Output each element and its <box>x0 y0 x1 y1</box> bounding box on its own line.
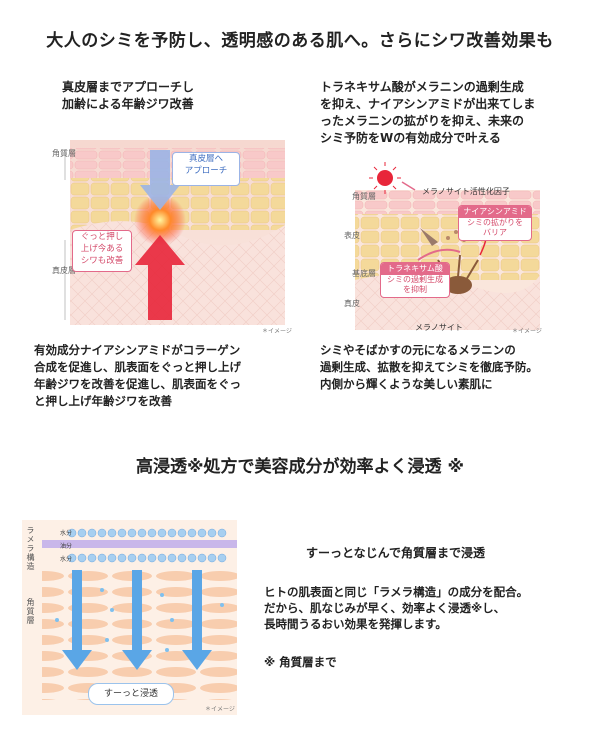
left-label-corneum: 角質層 <box>52 149 76 158</box>
layer-water-1: 水分 <box>60 530 73 537</box>
niacinamide-title: ナイアシンアミド <box>459 206 531 218</box>
melanocyte-factor-label: メラノサイト活性化因子 <box>422 187 510 196</box>
melanin-diagram <box>355 162 540 330</box>
layer-water-2: 水分 <box>60 556 73 563</box>
penetration-arrow-icon <box>62 570 92 670</box>
niacinamide-text: シミの拡がりを バリア <box>467 218 523 237</box>
section2-title: 高浸透※処方で美容成分が効率よく浸透 ※ <box>136 457 464 477</box>
bottom-headline: すーっとなじんで角質層まで浸透 <box>306 546 486 560</box>
sun-icon <box>377 170 393 186</box>
right-label-corneum: 角質層 <box>352 192 376 201</box>
penetration-label: すーっと浸透 <box>88 683 174 705</box>
melanocyte-label: メラノサイト <box>415 323 463 332</box>
right-illustration <box>340 160 540 335</box>
vertical-corneum: 角質層 <box>26 598 35 625</box>
right-label-basal: 基底層 <box>352 269 376 278</box>
left-heading: 真皮層までアプローチし 加齢による年齢ジワ改善 <box>62 80 195 111</box>
bottom-body: ヒトの肌表面と同じ「ラメラ構造」の成分を配合。 だから、肌なじみが早く、効率よく… <box>264 585 529 631</box>
main-title: 大人のシミを予防し、透明感のある肌へ。さらにシワ改善効果も <box>46 31 554 51</box>
penetration-arrow-icon <box>122 570 152 670</box>
penetration-arrow-icon <box>182 570 212 670</box>
lamellar-illustration <box>22 520 237 715</box>
callout-dermis-approach: 真皮層へ アプローチ <box>172 152 240 186</box>
vertical-lamellar: ラメラ構造 <box>26 526 35 571</box>
red-arrow-up-icon <box>135 235 185 320</box>
right-heading: トラネキサム酸がメラニンの過剰生成 を抑え、ナイアシンアミドが出来てしま ったメ… <box>320 80 536 145</box>
glow-burst <box>134 194 186 246</box>
tranexamic-text: シミの過剰生成 を抑制 <box>387 275 443 294</box>
blue-arrow-down-icon <box>140 150 180 210</box>
melanocyte-cell <box>444 276 472 294</box>
right-image-note: ＊イメージ <box>512 328 542 335</box>
niacinamide-callout: ナイアシンアミド シミの拡がりを バリア <box>458 205 532 241</box>
right-caption: シミやそばかすの元になるメラニンの 過剰生成、拡散を抑えてシミを徹底予防。 内側… <box>320 343 538 391</box>
bottom-footnote: ※ 角質層まで <box>264 655 337 669</box>
left-caption: 有効成分ナイアシンアミドがコラーゲン 合成を促進し、肌表面をぐっと押し上げ 年齢… <box>34 343 241 408</box>
layer-oil: 油分 <box>60 543 73 550</box>
lamellar-diagram <box>42 528 237 700</box>
tranexamic-callout: トラネキサム酸 シミの過剰生成 を抑制 <box>380 262 450 298</box>
right-label-dermis: 真皮 <box>344 299 360 308</box>
left-label-dermis: 真皮層 <box>52 266 76 275</box>
tranexamic-title: トラネキサム酸 <box>381 263 449 275</box>
left-image-note: ＊イメージ <box>262 328 292 335</box>
right-label-epidermis: 表皮 <box>344 231 360 240</box>
callout-lift-wrinkle: ぐっと押し 上げ今ある シワも改善 <box>72 230 132 272</box>
factor-arrow-icon <box>420 228 438 246</box>
bottom-image-note: ＊イメージ <box>205 706 235 713</box>
